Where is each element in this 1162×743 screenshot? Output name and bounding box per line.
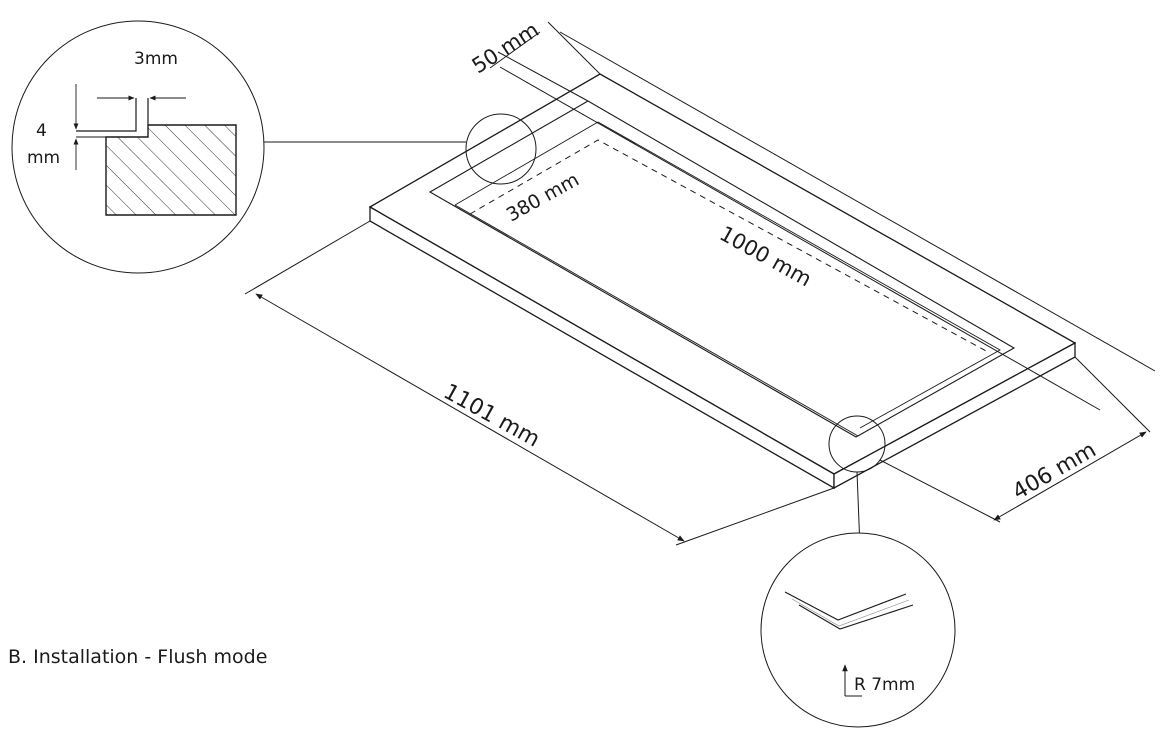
radius-detail-circle	[760, 532, 956, 728]
tray-outline	[368, 73, 1077, 490]
section-depth-value: 4	[36, 121, 47, 141]
section-hatched-profile	[105, 124, 237, 216]
dim-outer-length	[244, 220, 835, 546]
dim-outer-length-label: 1101 mm	[439, 379, 544, 452]
section-detail: 3mm 4 mm	[11, 20, 265, 274]
radius-detail: R 7mm	[760, 532, 956, 728]
recess-floor-dashed	[469, 139, 989, 353]
dim-rim-width	[489, 21, 1156, 411]
recess-outer-edge	[428, 100, 1016, 438]
recess-inner-lip	[454, 121, 1001, 429]
radius-label: R 7mm	[854, 675, 915, 695]
installation-caption: B. Installation - Flush mode	[8, 646, 268, 668]
dim-outer-width-label: 406 mm	[1009, 438, 1101, 506]
section-gap-label: 3mm	[134, 49, 178, 69]
dim-outer-width	[879, 356, 1151, 523]
detail-circle-corner	[465, 113, 537, 185]
section-depth-unit: mm	[27, 148, 60, 168]
dim-rim-width-label: 50 mm	[468, 18, 543, 79]
